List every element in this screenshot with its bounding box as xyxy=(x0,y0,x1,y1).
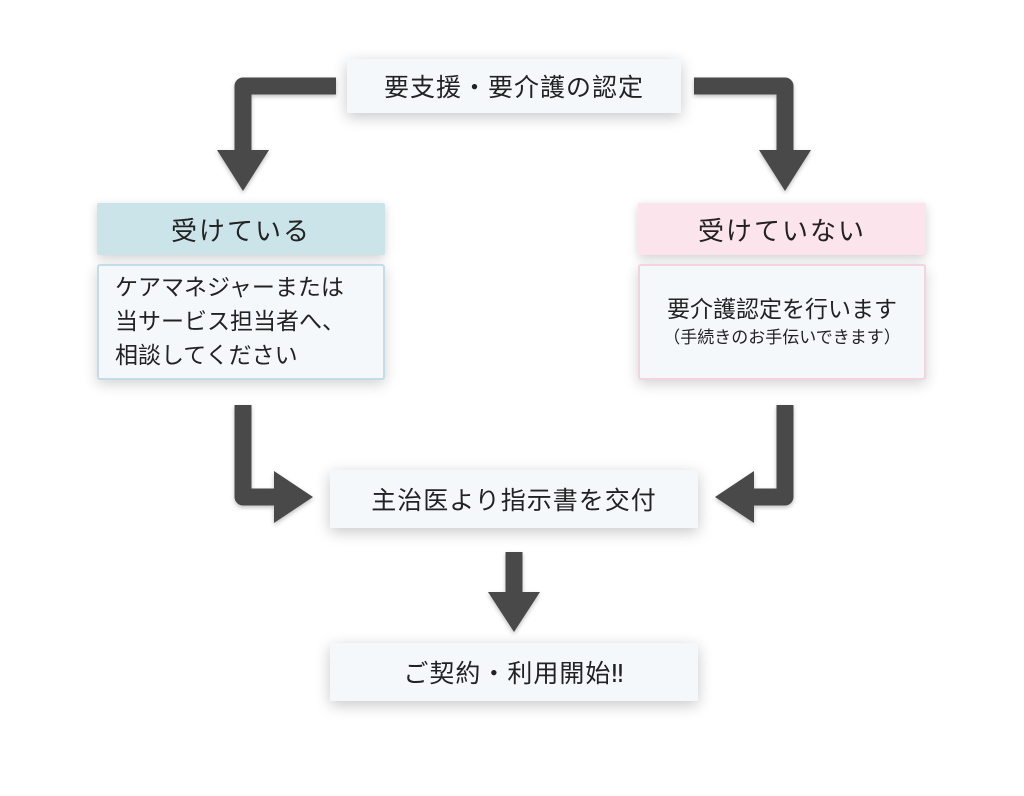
arrow-middle-to-bottom xyxy=(488,552,540,632)
no-branch-body: 要介護認定を行います （手続きのお手伝いできます） xyxy=(638,264,926,380)
arrow-yes-to-middle xyxy=(234,405,313,523)
yes-branch-line: 相談してください xyxy=(115,343,298,369)
middle-box-label: 主治医より指示書を交付 xyxy=(371,486,657,515)
yes-branch-line: ケアマネジャーまたは xyxy=(115,275,344,301)
no-branch-header-label: 受けていない xyxy=(697,216,866,247)
arrow-top-to-no xyxy=(694,77,811,191)
bottom-box-label: ご契約・利用開始‼ xyxy=(403,659,625,688)
middle-box: 主治医より指示書を交付 xyxy=(330,470,698,528)
yes-branch-line: 当サービス担当者へ、 xyxy=(115,309,345,335)
top-box: 要支援・要介護の認定 xyxy=(347,59,681,113)
arrow-top-to-yes xyxy=(217,77,336,191)
no-branch-header: 受けていない xyxy=(638,203,926,255)
bottom-box: ご契約・利用開始‼ xyxy=(330,643,698,701)
yes-branch-lines: ケアマネジャーまたは 当サービス担当者へ、 相談してください xyxy=(115,271,345,373)
yes-branch-header: 受けている xyxy=(97,203,385,255)
yes-branch-body: ケアマネジャーまたは 当サービス担当者へ、 相談してください xyxy=(97,264,385,380)
no-branch-sub-text: （手続きのお手伝いできます） xyxy=(663,328,901,348)
top-box-label: 要支援・要介護の認定 xyxy=(383,73,644,102)
arrow-no-to-middle xyxy=(715,405,794,523)
yes-branch-header-label: 受けている xyxy=(170,216,311,247)
no-branch-main-text: 要介護認定を行います xyxy=(667,297,897,323)
